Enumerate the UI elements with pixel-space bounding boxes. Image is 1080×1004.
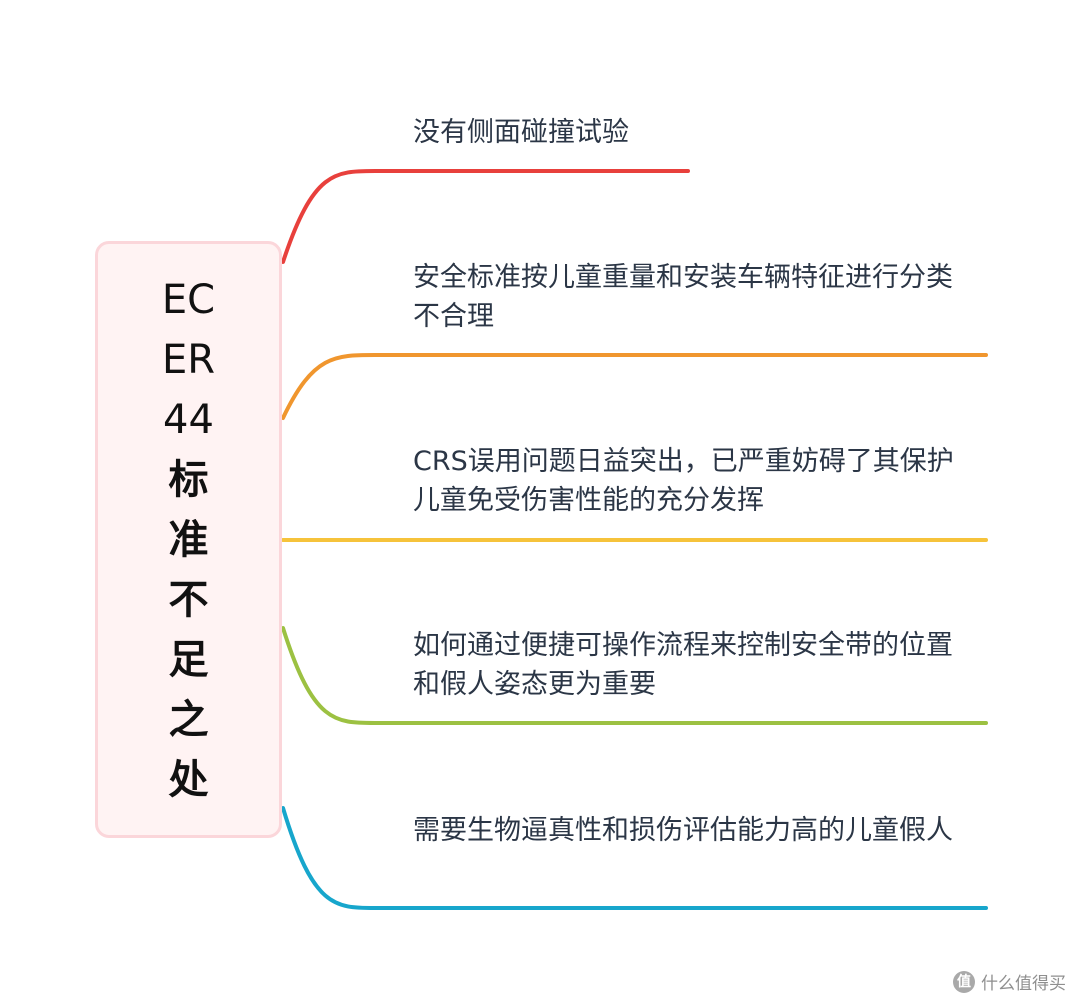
watermark-text: 什么值得买	[981, 974, 1066, 994]
root-topic[interactable]: EC ER 44 标 准 不 足 之 处	[95, 241, 282, 838]
branch-label-2[interactable]: 安全标准按儿童重量和安装车辆特征进行分类不合理	[413, 262, 953, 332]
branch-label-5[interactable]: 需要生物逼真性和损伤评估能力高的儿童假人	[413, 815, 953, 846]
branch-label-4[interactable]: 如何通过便捷可操作流程来控制安全带的位置和假人姿态更为重要	[413, 630, 953, 700]
zhi-icon: 值	[953, 970, 975, 993]
branch-line-4	[281, 626, 988, 725]
branch-line-5	[281, 806, 988, 910]
root-title-line: 不	[168, 576, 209, 623]
branch-line-1	[281, 169, 690, 264]
root-title-line: 处	[168, 756, 209, 803]
branch-label-3[interactable]: CRS误用问题日益突出，已严重妨碍了其保护儿童免受伤害性能的充分发挥	[413, 446, 954, 516]
branch-line-2	[281, 353, 988, 420]
root-title-line: 足	[168, 636, 209, 683]
watermark: 值 什么值得买	[953, 969, 1066, 994]
branch-label-1[interactable]: 没有侧面碰撞试验	[413, 117, 629, 148]
root-title-line: EC	[161, 276, 216, 323]
root-title-line: 之	[168, 696, 209, 743]
root-title-line: 准	[168, 516, 209, 563]
root-title-line: 标	[168, 456, 209, 503]
root-title-line: 44	[163, 396, 214, 443]
root-title-line: ER	[161, 336, 216, 383]
